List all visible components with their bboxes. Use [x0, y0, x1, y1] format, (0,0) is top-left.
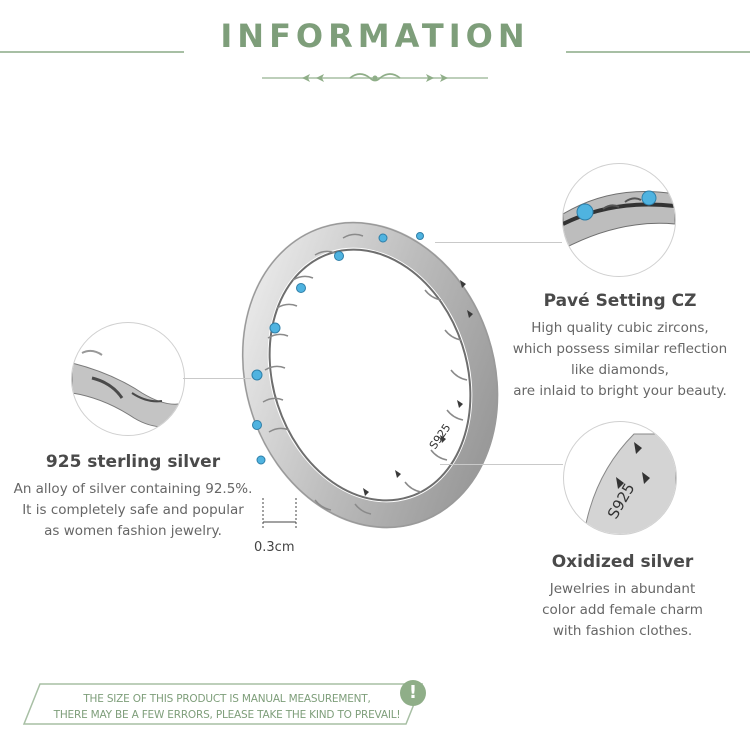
width-dimension-marker [262, 498, 297, 528]
width-measurement-label: 0.3cm [254, 540, 295, 555]
pave-text-line: High quality cubic zircons, [531, 320, 709, 336]
divider-ornament-icon [262, 73, 488, 82]
detail-circle-sterling [71, 322, 185, 436]
pave-setting-description: High quality cubic zircons, which posses… [490, 318, 750, 402]
sterling-text-line: An alloy of silver containing 92.5%. [13, 481, 253, 497]
pave-text-line: are inlaid to bright your beauty. [513, 383, 727, 399]
oxidized-text-line: Jewelries in abundant [549, 581, 696, 597]
header-rule-right [566, 51, 750, 53]
detail-circle-pave [562, 163, 676, 277]
exclamation-icon: ! [400, 680, 426, 706]
ring-image: S925 [241, 221, 499, 529]
pave-setting-title: Pavé Setting CZ [543, 291, 697, 311]
measurement-notice: THE SIZE OF THIS PRODUCT IS MANUAL MEASU… [22, 678, 442, 728]
oxidized-text-line: with fashion clothes. [552, 623, 693, 639]
header-rule-left [0, 51, 184, 53]
sterling-text-line: as women fashion jewelry. [44, 523, 222, 539]
oxidized-closeup-image: S925 [583, 433, 676, 534]
sterling-closeup-image [72, 349, 184, 428]
sterling-silver-description: An alloy of silver containing 92.5%. It … [0, 479, 266, 542]
notice-line: THE SIZE OF THIS PRODUCT IS MANUAL MEASU… [83, 693, 371, 705]
notice-text: THE SIZE OF THIS PRODUCT IS MANUAL MEASU… [52, 691, 402, 723]
notice-frame [22, 683, 424, 725]
pave-text-line: which possess similar reflection [512, 341, 728, 357]
oxidized-silver-title: Oxidized silver [551, 552, 694, 572]
connector-line-pave [435, 242, 562, 243]
connector-line-oxidized [440, 464, 563, 465]
pave-closeup-image [563, 190, 675, 250]
sterling-silver-title: 925 sterling silver [45, 452, 221, 472]
connector-line-sterling [183, 378, 251, 379]
oxidized-silver-description: Jewelries in abundant color add female c… [495, 579, 750, 642]
notice-line: THERE MAY BE A FEW ERRORS, PLEASE TAKE T… [53, 709, 401, 721]
page-title: INFORMATION [220, 17, 530, 55]
pave-text-line: like diamonds, [571, 362, 669, 378]
detail-circle-oxidized: S925 [563, 421, 677, 535]
sterling-text-line: It is completely safe and popular [22, 502, 244, 518]
ring-stamp-text: S925 [427, 421, 454, 451]
oxidized-text-line: color add female charm [542, 602, 703, 618]
